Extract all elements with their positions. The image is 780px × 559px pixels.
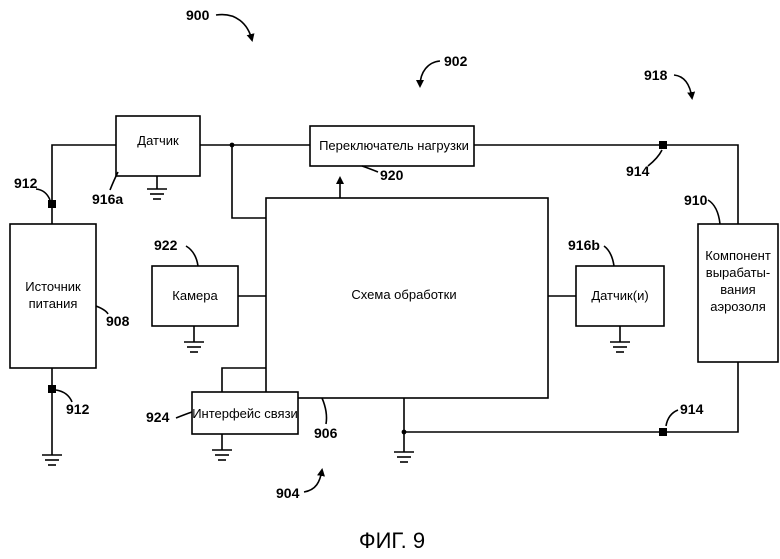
leader-904 bbox=[304, 470, 322, 492]
leader-914-bottom bbox=[666, 410, 678, 426]
leader-910 bbox=[708, 200, 720, 224]
connector-914-bottom bbox=[659, 428, 667, 436]
junction-dot bbox=[230, 143, 235, 148]
ref-914-top: 914 bbox=[626, 163, 650, 179]
leader-908 bbox=[96, 306, 108, 314]
leader-902 bbox=[420, 61, 440, 86]
figure-caption: ФИГ. 9 bbox=[359, 528, 425, 553]
ref-920: 920 bbox=[380, 167, 404, 183]
leader-918 bbox=[674, 75, 692, 98]
leader-916b bbox=[604, 246, 614, 266]
power-source-label-1: Источник bbox=[25, 279, 81, 294]
connector-914-top bbox=[659, 141, 667, 149]
wire-junction-to-processing bbox=[232, 145, 266, 218]
comm-interface-label: Интерфейс связи bbox=[192, 406, 298, 421]
ref-914-bottom: 914 bbox=[680, 401, 704, 417]
aerosol-label-4: аэрозоля bbox=[710, 299, 766, 314]
ref-916a: 916a bbox=[92, 191, 123, 207]
junction-dot bbox=[402, 430, 407, 435]
leader-916a bbox=[110, 172, 118, 190]
camera-label: Камера bbox=[172, 288, 218, 303]
ref-912-top: 912 bbox=[14, 175, 38, 191]
ref-912-bottom: 912 bbox=[66, 401, 90, 417]
ref-924: 924 bbox=[146, 409, 170, 425]
ref-904: 904 bbox=[276, 485, 300, 501]
ref-910: 910 bbox=[684, 192, 708, 208]
ref-918: 918 bbox=[644, 67, 668, 83]
leader-922 bbox=[186, 246, 198, 266]
power-source-label-2: питания bbox=[29, 296, 78, 311]
ground-camera bbox=[184, 326, 204, 352]
load-switch-label: Переключатель нагрузки bbox=[319, 138, 469, 153]
ground-comm bbox=[212, 434, 232, 460]
ref-922: 922 bbox=[154, 237, 178, 253]
leader-912-top bbox=[36, 189, 50, 200]
aerosol-label-1: Компонент bbox=[705, 248, 771, 263]
ground-sensor bbox=[147, 176, 167, 199]
ref-900: 900 bbox=[186, 7, 210, 23]
aerosol-label-3: вания bbox=[720, 282, 755, 297]
leader-924 bbox=[176, 412, 192, 418]
wire-comm-to-processing bbox=[222, 368, 266, 392]
processing-label: Схема обработки bbox=[351, 287, 456, 302]
ground-power bbox=[42, 455, 62, 465]
sensor-label: Датчик bbox=[137, 133, 179, 148]
ground-processing bbox=[394, 452, 414, 462]
ref-908: 908 bbox=[106, 313, 130, 329]
leader-906 bbox=[322, 398, 327, 424]
wire-power-to-sensor bbox=[52, 145, 116, 224]
connector-912-bottom bbox=[48, 385, 56, 393]
aerosol-label-2: вырабаты- bbox=[706, 265, 770, 280]
ref-902: 902 bbox=[444, 53, 468, 69]
ground-sensors bbox=[610, 326, 630, 352]
sensors-label: Датчик(и) bbox=[591, 288, 648, 303]
ref-916b: 916b bbox=[568, 237, 600, 253]
leader-900 bbox=[216, 15, 252, 40]
leader-914-top bbox=[648, 150, 662, 166]
ref-906: 906 bbox=[314, 425, 338, 441]
connector-912-top bbox=[48, 200, 56, 208]
leader-920 bbox=[362, 166, 378, 172]
